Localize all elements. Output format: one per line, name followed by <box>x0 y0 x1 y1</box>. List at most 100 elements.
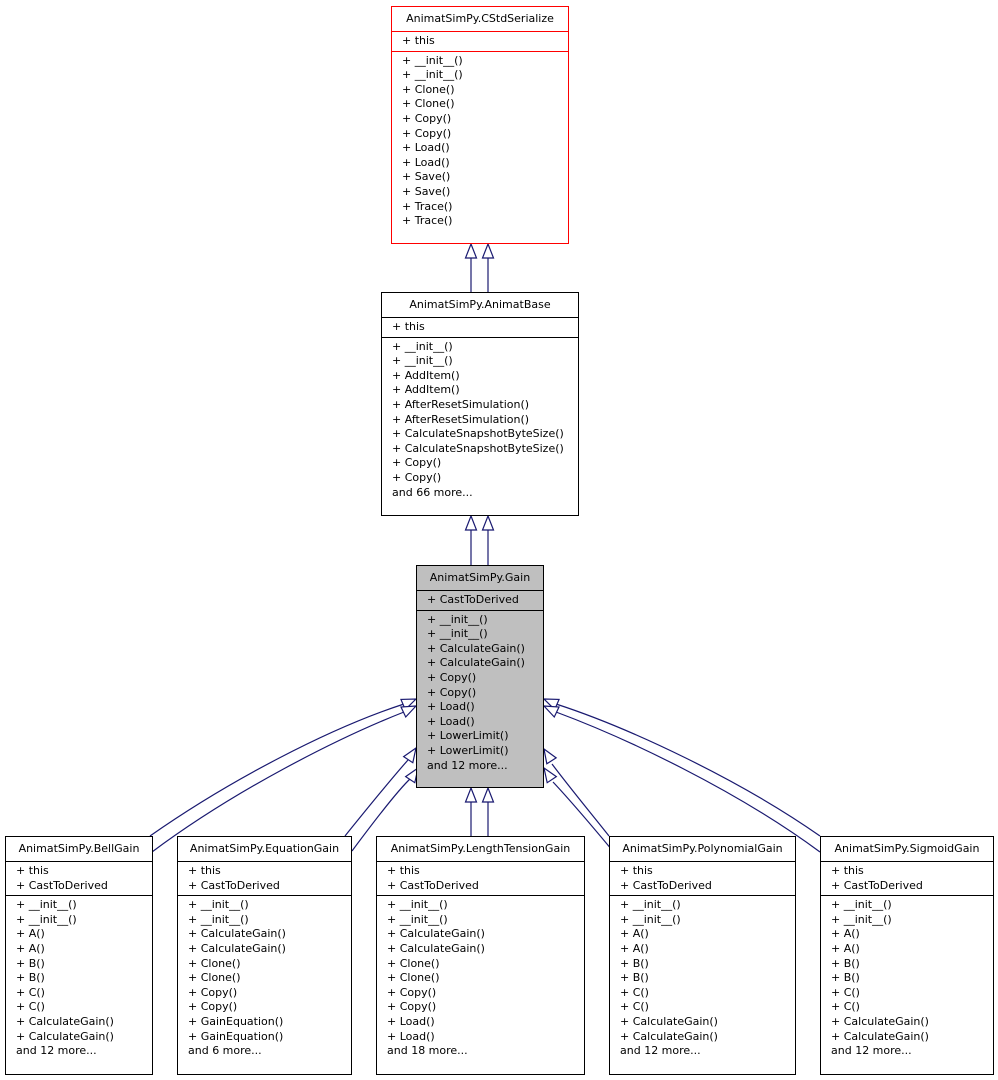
attribute-item: + CastToDerived <box>831 878 923 892</box>
class-box-bellgain[interactable]: AnimatSimPy.BellGain + this+ CastToDerive… <box>5 836 153 1075</box>
edge-sigmoidgain-gain <box>555 711 821 853</box>
method-item: + CalculateGain() <box>831 1029 929 1043</box>
method-item: + __init__() <box>392 354 453 368</box>
methods-section: + __init__()+ __init__()+ A()+ A()+ B()+… <box>6 895 152 1061</box>
method-item: + AddItem() <box>392 368 460 382</box>
method-item: + Trace() <box>402 199 453 213</box>
more-methods-link[interactable]: and 6 more... <box>188 1044 262 1058</box>
method-item: + __init__() <box>16 898 77 912</box>
attribute-item: + CastToDerived <box>188 878 280 892</box>
method-item: + Save() <box>402 170 451 184</box>
method-item: + Copy() <box>427 685 477 699</box>
method-item: + B() <box>16 971 45 985</box>
class-box-lengthtensiongain[interactable]: AnimatSimPy.LengthTensionGain+ this+ Cas… <box>376 836 585 1075</box>
method-item: + Load() <box>402 155 450 169</box>
method-item: + C() <box>831 985 860 999</box>
attribute-item: + this <box>387 864 420 877</box>
attributes-section: + CastToDerived <box>417 590 543 610</box>
inheritance-arrowhead <box>481 242 495 259</box>
methods-section: + __init__()+ __init__()+ CalculateGain(… <box>377 895 584 1061</box>
method-item: + GainEquation() <box>188 1029 284 1043</box>
method-item: + LowerLimit() <box>427 729 509 743</box>
inheritance-arrowhead <box>464 242 478 259</box>
method-item: + B() <box>16 956 45 970</box>
attribute-item: + this <box>620 864 653 877</box>
method-item: + Load() <box>427 714 475 728</box>
class-box-polynomialgain[interactable]: AnimatSimPy.PolynomialGain+ this+ CastTo… <box>609 836 796 1075</box>
edge-sigmoidgain-gain <box>555 703 821 837</box>
class-box-cstdserialize[interactable]: AnimatSimPy.CStdSerialize+ this+ __init_… <box>391 6 569 244</box>
method-item: + C() <box>16 1000 45 1014</box>
class-title: AnimatSimPy.Gain <box>429 571 531 584</box>
more-methods-link[interactable]: and 66 more... <box>392 485 473 499</box>
method-item: + Copy() <box>392 456 442 470</box>
method-item: + B() <box>620 971 649 985</box>
methods-section: + __init__()+ __init__()+ Clone()+ Clone… <box>392 50 568 231</box>
inheritance-arrowhead <box>402 746 417 764</box>
more-methods-link[interactable]: and 12 more... <box>620 1044 701 1058</box>
attribute-item: + CastToDerived <box>16 878 108 892</box>
method-item: + Clone() <box>188 956 241 970</box>
method-item: + A() <box>831 927 860 941</box>
method-item: + Copy() <box>387 1000 437 1014</box>
inheritance-arrowhead <box>481 514 495 531</box>
method-item: + CalculateSnapshotByteSize() <box>392 427 564 441</box>
class-box-gain[interactable]: AnimatSimPy.Gain + CastToDerived + __init_… <box>416 565 544 788</box>
attributes-section: + this <box>392 31 568 51</box>
method-item: + Copy() <box>402 126 452 140</box>
method-item: + Clone() <box>188 971 241 985</box>
method-item: + CalculateGain() <box>831 1014 929 1028</box>
inheritance-arrowhead <box>400 705 418 719</box>
class-box-equationgain[interactable]: AnimatSimPy.EquationGain+ this+ CastToDe… <box>177 836 352 1075</box>
class-box-sigmoidgain[interactable]: AnimatSimPy.SigmoidGain+ this+ CastToDer… <box>820 836 994 1075</box>
method-item: + Copy() <box>402 111 452 125</box>
methods-section: + __init__()+ __init__()+ A()+ A()+ B()+… <box>821 895 993 1061</box>
inheritance-arrowhead <box>464 786 478 803</box>
attribute-item: + CastToDerived <box>620 878 712 892</box>
edge-equationgain-gain <box>351 777 412 852</box>
edge-bellgain-gain <box>149 703 405 837</box>
methods-section: + __init__()+ __init__()+ AddItem()+ Add… <box>382 336 578 503</box>
more-methods-link[interactable]: and 12 more... <box>831 1044 912 1058</box>
attribute-item: + this <box>16 864 49 877</box>
more-methods-link[interactable]: and 12 more... <box>16 1044 97 1058</box>
attributes-section: + this+ CastToDerived <box>6 861 152 895</box>
method-item: + Copy() <box>387 985 437 999</box>
method-item: + AfterResetSimulation() <box>392 397 530 411</box>
class-box-animatbase[interactable]: AnimatSimPy.AnimatBase+ this+ __init__()… <box>381 292 579 516</box>
more-methods-link[interactable]: and 18 more... <box>387 1044 468 1058</box>
method-item: + C() <box>620 985 649 999</box>
method-item: + Clone() <box>402 97 455 111</box>
method-item: + __init__() <box>831 912 892 926</box>
attribute-item: + CastToDerived <box>427 593 519 606</box>
attributes-section: + this+ CastToDerived <box>178 861 351 895</box>
attribute-item: + this <box>831 864 864 877</box>
method-item: + Clone() <box>387 956 440 970</box>
method-item: + Load() <box>387 1029 435 1043</box>
inheritance-arrowhead <box>542 705 560 719</box>
method-item: + CalculateGain() <box>427 641 525 655</box>
methods-section: + __init__()+ __init__()+ A()+ A()+ B()+… <box>610 895 795 1061</box>
method-item: + Save() <box>402 184 451 198</box>
method-item: + CalculateGain() <box>16 1029 114 1043</box>
method-item: + AddItem() <box>392 383 460 397</box>
attribute-item: + this <box>188 864 221 877</box>
method-item: + Load() <box>402 141 450 155</box>
method-item: + __init__() <box>392 339 453 353</box>
method-item: + __init__() <box>387 912 448 926</box>
method-item: + A() <box>16 927 45 941</box>
method-item: + __init__() <box>427 612 488 626</box>
method-item: + C() <box>620 1000 649 1014</box>
method-item: + B() <box>831 971 860 985</box>
method-item: + __init__() <box>402 53 463 67</box>
attributes-section: + this+ CastToDerived <box>610 861 795 895</box>
method-item: + CalculateGain() <box>387 927 485 941</box>
more-methods-link[interactable]: and 12 more... <box>427 758 508 772</box>
method-item: + __init__() <box>402 68 463 82</box>
class-title: AnimatSimPy.BellGain <box>18 842 140 855</box>
method-item: + __init__() <box>188 898 249 912</box>
method-item: + A() <box>831 941 860 955</box>
method-item: + Load() <box>387 1014 435 1028</box>
method-item: + __init__() <box>620 912 681 926</box>
